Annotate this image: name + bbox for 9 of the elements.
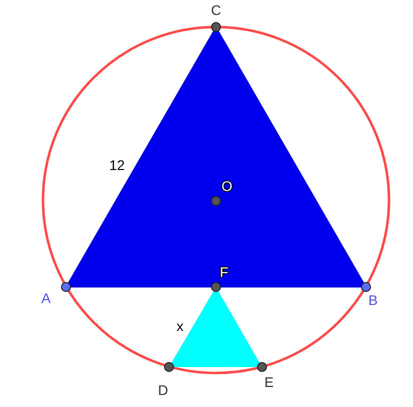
side-length-label: 12: [109, 157, 125, 173]
point-label: D: [158, 382, 168, 398]
point-label: B: [368, 292, 378, 308]
point-label: E: [264, 374, 274, 390]
side-length-label: x: [176, 318, 184, 334]
point-label: A: [41, 290, 51, 306]
point-label: F: [220, 264, 228, 280]
point-label: O: [222, 178, 232, 194]
point-label: C: [210, 2, 222, 18]
